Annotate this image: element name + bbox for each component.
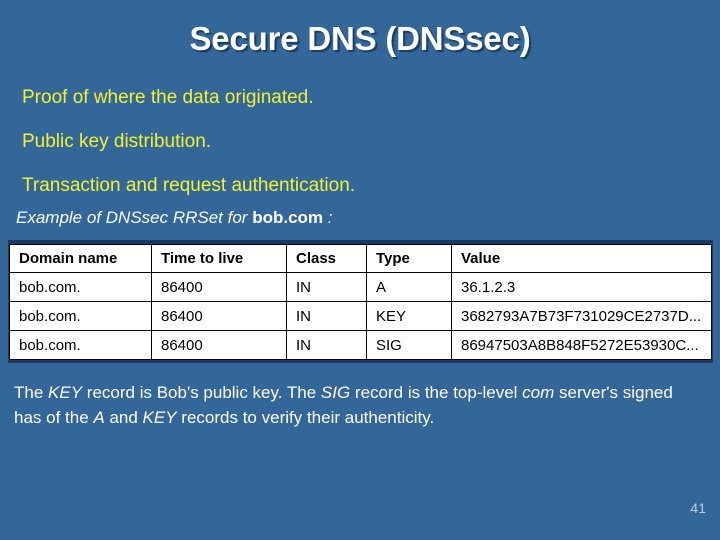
body-text-segment: records to verify their authenticity. [176, 408, 435, 427]
page-number: 41 [690, 500, 706, 516]
body-emphasis-sig: SIG [320, 383, 351, 402]
cell-type: KEY [366, 301, 452, 331]
body-text-segment: server's signed has of the [14, 383, 673, 427]
body-text-segment: record is Bob's public key. The [82, 383, 321, 402]
column-header-value: Value [451, 244, 712, 273]
cell-domain-name: bob.com. [9, 330, 152, 360]
cell-type: SIG [366, 330, 452, 360]
list-item: Public key distribution. [22, 131, 212, 152]
cell-time-to-live: 86400 [151, 330, 287, 360]
list-item: Proof of where the data originated. [22, 87, 314, 108]
body-text-segment: The [14, 383, 49, 402]
bullet-list: Proof of where the data originated. Publ… [22, 76, 692, 208]
column-header-type: Type [366, 244, 452, 273]
cell-class: IN [286, 272, 367, 302]
cell-class: IN [286, 330, 367, 360]
body-text-segment: and [104, 408, 143, 427]
table-header-row: Domain name Time to live Class Type Valu… [9, 244, 712, 273]
body-emphasis-key: KEY [48, 383, 83, 402]
cell-value: 86947503A8B848F5272E53930C... [451, 330, 712, 360]
body-emphasis-a: A [93, 408, 105, 427]
page-title: Secure DNS (DNSsec) [189, 20, 531, 57]
body-text-segment: record is the top-level [350, 383, 523, 402]
cell-type: A [366, 272, 452, 302]
example-caption: Example of DNSsec RRSet for bob.com : [16, 208, 333, 228]
body-emphasis-key2: KEY [142, 408, 177, 427]
example-caption-suffix: : [323, 208, 333, 227]
cell-domain-name: bob.com. [9, 301, 152, 331]
table-row: bob.com. 86400 IN A 36.1.2.3 [9, 272, 712, 302]
column-header-time-to-live: Time to live [151, 244, 287, 273]
table-row: bob.com. 86400 IN KEY 3682793A7B73F73102… [9, 301, 712, 331]
cell-domain-name: bob.com. [9, 272, 152, 302]
list-item: Transaction and request authentication. [22, 175, 356, 196]
body-emphasis-com: com [522, 383, 555, 402]
column-header-domain-name: Domain name [9, 244, 152, 273]
cell-value: 3682793A7B73F731029CE2737D... [451, 301, 712, 331]
cell-value: 36.1.2.3 [451, 272, 712, 302]
example-caption-domain: bob.com [252, 208, 324, 227]
cell-class: IN [286, 301, 367, 331]
body-paragraph: The KEY record is Bob's public key. The … [14, 380, 704, 430]
rrset-table-container: Domain name Time to live Class Type Valu… [8, 240, 713, 363]
column-header-class: Class [286, 244, 367, 273]
table-row: bob.com. 86400 IN SIG 86947503A8B848F527… [9, 330, 712, 360]
cell-time-to-live: 86400 [151, 301, 287, 331]
example-caption-prefix: Example of DNSsec RRSet for [16, 208, 253, 227]
cell-time-to-live: 86400 [151, 272, 287, 302]
rrset-table: Domain name Time to live Class Type Valu… [9, 244, 712, 360]
